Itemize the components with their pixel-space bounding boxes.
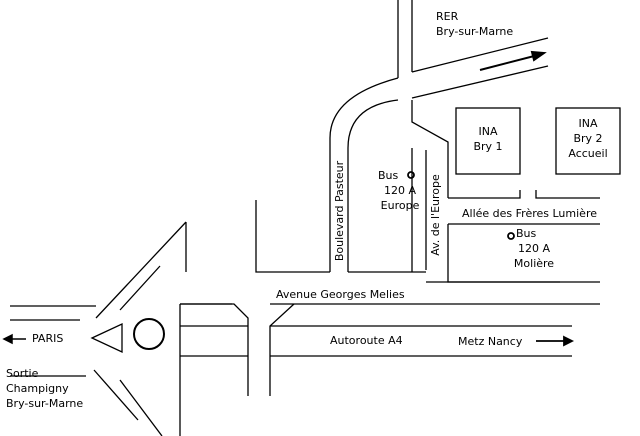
avenue-melies-label: Avenue Georges Melies xyxy=(276,288,405,301)
rer-label-line2: Bry-sur-Marne xyxy=(436,25,514,38)
roundabout-triangle xyxy=(90,322,123,354)
ina-bry-2-line1: INA xyxy=(578,117,598,130)
sortie-line1: Sortie xyxy=(6,367,39,380)
ina-bry-1-line2: Bry 1 xyxy=(473,140,503,153)
sortie-line3: Bry-sur-Marne xyxy=(6,397,84,410)
rer-label-line1: RER xyxy=(436,10,459,23)
boulevard-pasteur-east-edge xyxy=(347,99,399,272)
av-europe-label: Av. de l'Europe xyxy=(429,174,442,256)
rer-direction-arrow-icon xyxy=(479,50,547,71)
ina-bry-1-label: INA Bry 1 xyxy=(456,124,520,154)
autoroute-label: Autoroute A4 xyxy=(330,334,403,347)
ina-bry-1-building xyxy=(455,107,521,175)
europe-road-east-edge xyxy=(448,190,521,199)
bus-europe-label: Bus 120 A Europe xyxy=(372,168,428,213)
metz-nancy-label: Metz Nancy xyxy=(458,335,523,348)
allee-label: Allée des Frères Lumière xyxy=(462,207,597,220)
metz-nancy-arrow-icon xyxy=(536,335,575,347)
bus-stop-moliere-icon xyxy=(507,232,515,240)
ina-bry-1-line1: INA xyxy=(478,125,498,138)
paris-arrow-icon xyxy=(2,333,26,345)
bus-moliere-line3: Molière xyxy=(513,257,555,270)
europe-road-east-edge-2 xyxy=(535,190,600,199)
southwest-road-b xyxy=(119,379,163,436)
northwest-road-b xyxy=(119,265,161,311)
bus-moliere-label: Bus 120 A Molière xyxy=(502,226,566,271)
bus-europe-line1: Bus xyxy=(378,169,399,182)
rer-road-upper-edge xyxy=(411,37,549,73)
ina-bry-2-label: INA Bry 2 Accueil xyxy=(556,116,620,161)
sortie-label: Sortie Champigny Bry-sur-Marne xyxy=(6,366,83,411)
europe-road-west-edge xyxy=(411,100,449,198)
paris-label: PARIS xyxy=(32,332,64,345)
bus-europe-line3: Europe xyxy=(380,199,420,212)
roundabout-circle-icon xyxy=(133,318,165,350)
bus-europe-line2: 120 A xyxy=(383,184,417,197)
bus-moliere-line1: Bus xyxy=(516,227,537,240)
rer-road-lower-edge xyxy=(411,65,549,99)
southwest-road-a xyxy=(93,369,139,421)
northwest-road-a xyxy=(95,221,187,319)
sortie-line2: Champigny xyxy=(6,382,69,395)
ina-bry-2-building xyxy=(555,107,621,175)
melies-upper-edge xyxy=(185,200,426,273)
interchange-block-left xyxy=(180,303,249,396)
interchange-block-right xyxy=(269,303,295,396)
boulevard-pasteur-label: Boulevard Pasteur xyxy=(333,160,346,262)
ina-bry-2-line3: Accueil xyxy=(568,147,608,160)
bus-stop-europe-icon xyxy=(407,171,415,179)
rer-label: RER Bry-sur-Marne xyxy=(436,9,513,39)
boulevard-pasteur-west-edge xyxy=(329,77,399,272)
bus-moliere-line2: 120 A xyxy=(517,242,551,255)
ina-bry-2-line2: Bry 2 xyxy=(573,132,603,145)
